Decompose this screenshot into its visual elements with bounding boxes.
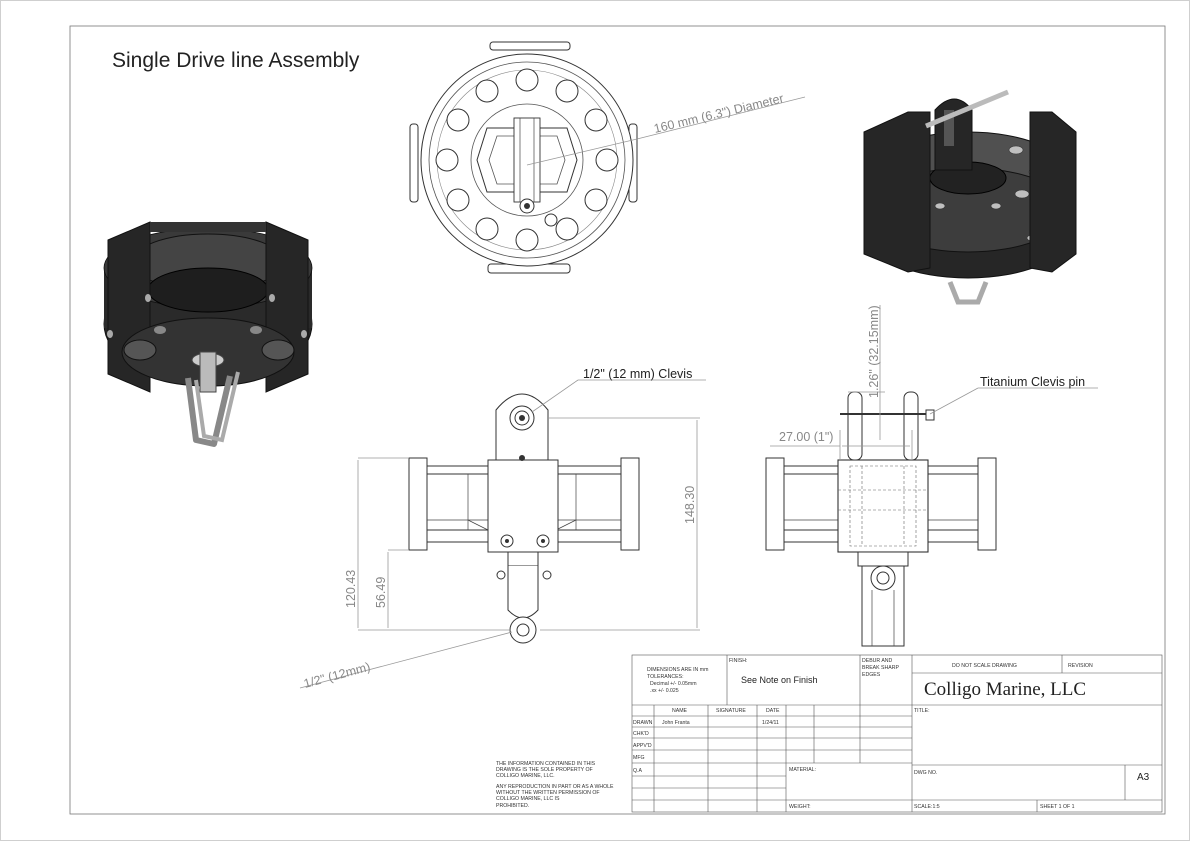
dim-148-30: 148.30 (683, 486, 697, 524)
lower-callout: 1/2" (12mm) (302, 660, 372, 691)
deburr-line-1: DEBUR AND (862, 658, 893, 664)
col-signature-header: SIGNATURE (716, 708, 746, 714)
dim-1-26: 1.26" (32.15mm) (867, 305, 881, 398)
row-label-chkd: CHK'D (633, 731, 649, 737)
sheet-size: A3 (1137, 772, 1150, 783)
clevis-callout: 1/2" (12 mm) Clevis (583, 367, 692, 381)
dim-56-49: 56.49 (374, 577, 388, 608)
finish-value: See Note on Finish (741, 675, 818, 685)
proprietary-line-4: ANY REPRODUCTION IN PART OR AS A WHOLE (496, 784, 614, 790)
proprietary-line-1: THE INFORMATION CONTAINED IN THIS (496, 761, 596, 767)
front-dimensions (357, 417, 700, 631)
iso-view-bottom (103, 221, 313, 447)
iso-view-top (863, 89, 1077, 305)
dims-note-line-1: DIMENSIONS ARE IN mm (647, 667, 708, 673)
row-label-qa: Q.A (633, 768, 642, 774)
diameter-callout: 160 mm (6.3") Diameter (652, 91, 785, 136)
dim-27-00: 27.00 (1") (779, 430, 833, 444)
front-view (408, 393, 640, 644)
drawing-title: Single Drive line Assembly (112, 49, 360, 72)
company-name: Colligo Marine, LLC (924, 679, 1086, 700)
proprietary-line-6: COLLIGO MARINE, LLC IS (496, 796, 560, 802)
top-view (409, 41, 638, 274)
proprietary-line-2: DRAWING IS THE SOLE PROPERTY OF (496, 767, 593, 773)
finish-label: FINISH: (729, 658, 747, 664)
dims-note-line-4: .xx +/- 0.025 (650, 688, 679, 694)
clevis-pin-callout: Titanium Clevis pin (980, 375, 1085, 389)
row-name-drawn: John Franta (662, 720, 690, 726)
proprietary-line-5: WITHOUT THE WRITTEN PERMISSION OF (496, 790, 600, 796)
sheet-count: SHEET 1 OF 1 (1040, 804, 1075, 810)
drawing-border (69, 25, 1166, 815)
title-label: TITLE: (914, 708, 930, 714)
side-view (765, 391, 997, 647)
dim-120-43: 120.43 (344, 570, 358, 608)
col-name-header: NAME (672, 708, 688, 714)
proprietary-line-3: COLLIGO MARINE, LLC. (496, 773, 555, 779)
revision-label: REVISION (1068, 663, 1093, 669)
diameter-leader (526, 138, 638, 166)
title-block (631, 654, 1163, 813)
proprietary-line-7: PROHIBITED. (496, 803, 529, 809)
dims-note-line-2: TOLERANCES: (647, 674, 684, 680)
dims-note-line-3: Decimal +/- 0.05mm (650, 681, 697, 687)
weight-label: WEIGHT: (789, 804, 811, 810)
col-date-header: DATE (766, 708, 780, 714)
side-dimensions (770, 305, 913, 460)
material-label: MATERIAL: (789, 767, 816, 773)
deburr-line-3: EDGES (862, 672, 881, 678)
scale-label: SCALE:1:5 (914, 804, 940, 810)
row-label-drawn: DRAWN (633, 720, 653, 726)
row-label-appvd: APPV'D (633, 743, 652, 749)
deburr-line-2: BREAK SHARP (862, 665, 899, 671)
do-not-scale: DO NOT SCALE DRAWING (952, 663, 1017, 669)
row-label-mfg: MFG (633, 755, 645, 761)
dwg-no-label: DWG NO. (914, 770, 937, 776)
row-date-drawn: 1/24/11 (762, 720, 779, 726)
